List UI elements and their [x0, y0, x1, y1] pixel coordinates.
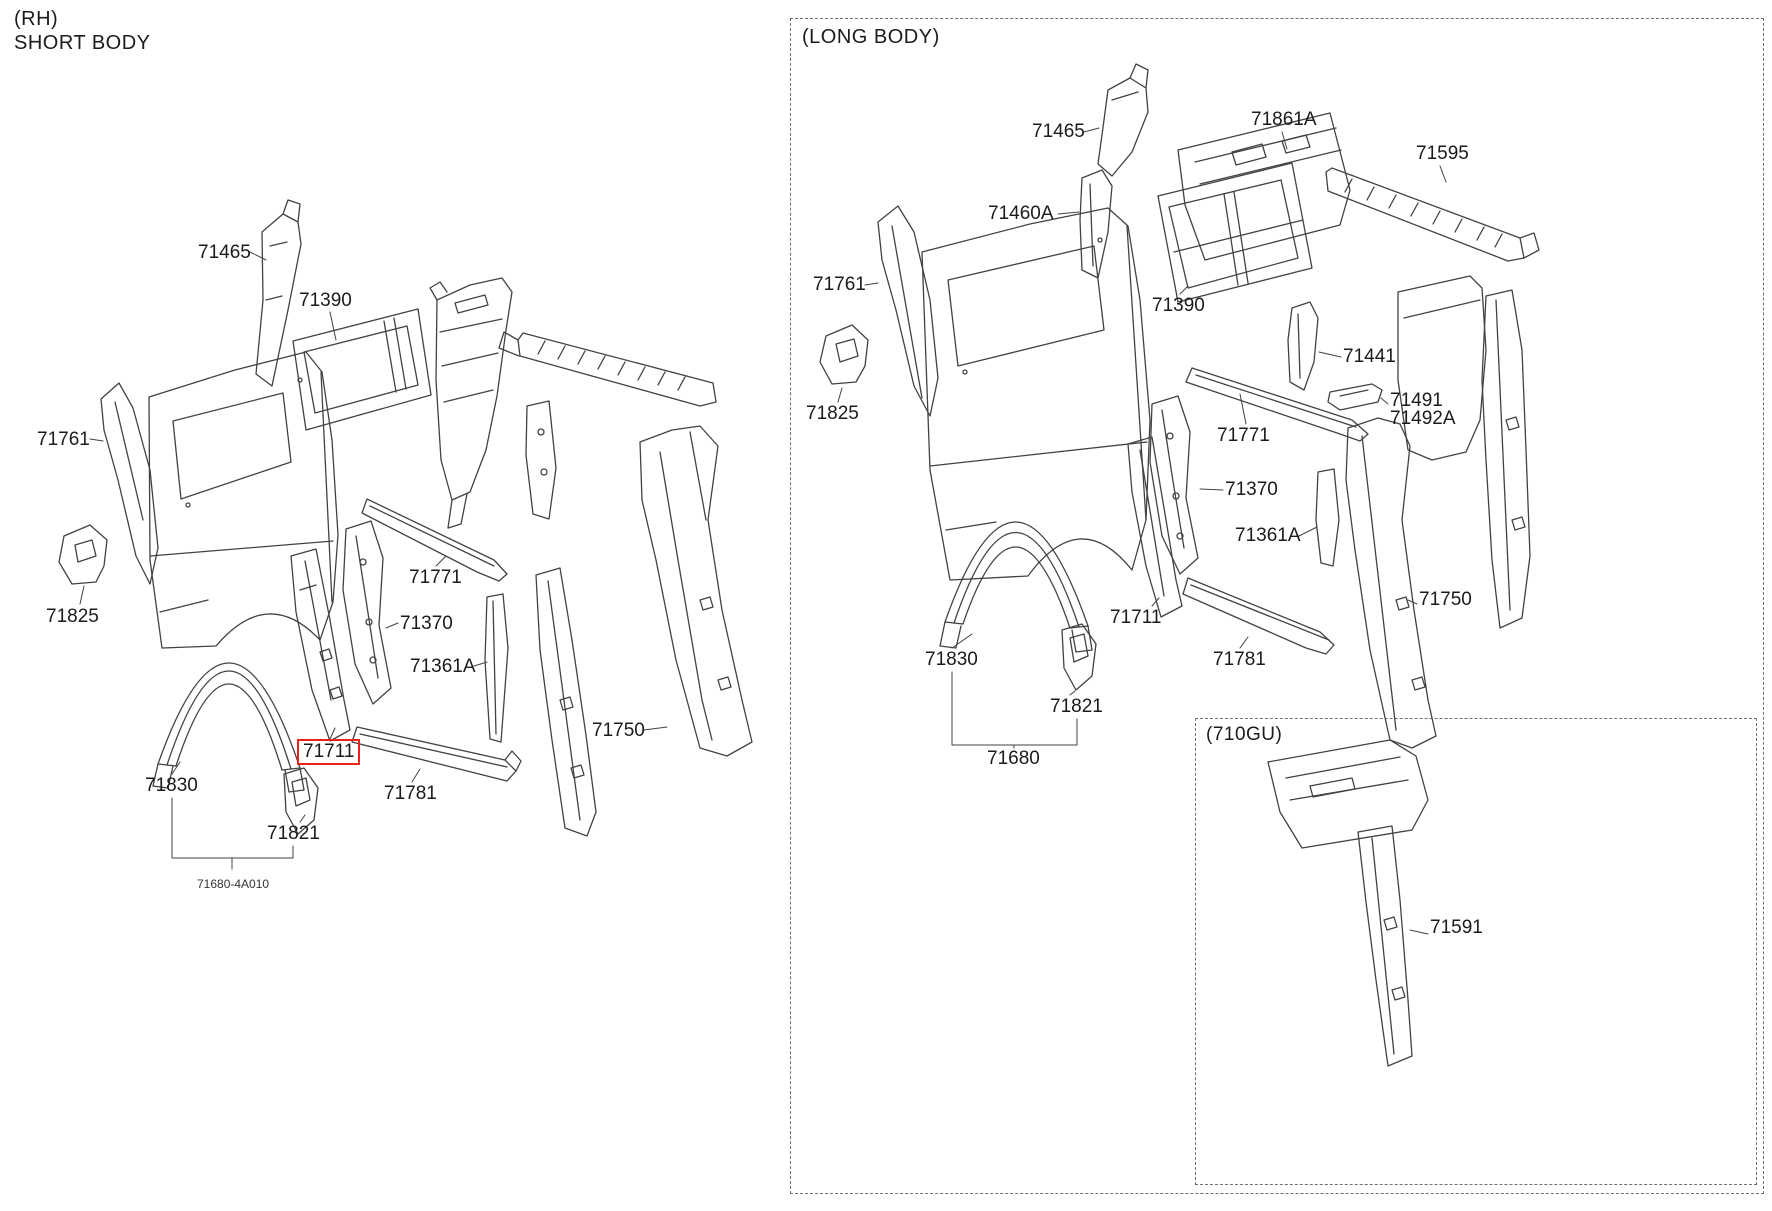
part-label-71825[interactable]: 71825 [806, 403, 859, 424]
part-label-71750[interactable]: 71750 [1419, 589, 1472, 610]
drawing-pillar-71465-long [1097, 63, 1149, 177]
part-label-71821[interactable]: 71821 [267, 823, 320, 844]
part-label-71390[interactable]: 71390 [299, 290, 352, 311]
leader-lines-710gu [1409, 929, 1429, 935]
part-label-71830[interactable]: 71830 [925, 649, 978, 670]
part-label-71711[interactable]: 71711 [1110, 607, 1162, 628]
drawing-pillar-71711 [290, 548, 351, 742]
drawing-window-frame-71390 [292, 308, 432, 431]
drawing-pillar-71465 [255, 199, 302, 387]
drawing-main-side-panel [148, 351, 339, 649]
part-label-71771[interactable]: 71771 [1217, 425, 1270, 446]
drawing-pillar-71750 [639, 425, 753, 757]
part-label-71761[interactable]: 71761 [37, 429, 90, 450]
part-label-71370[interactable]: 71370 [400, 613, 453, 634]
drawing-roof-rail [498, 331, 717, 520]
drawing-pillar-71591 [1267, 739, 1429, 1067]
part-label-71750[interactable]: 71750 [592, 720, 645, 741]
drawing-pillar-71750-long [1345, 417, 1437, 749]
drawing-bracket-71825-long [819, 324, 869, 385]
drawing-roof-structure-71861A [1177, 112, 1351, 261]
part-label-71680-4A010[interactable]: 71680-4A010 [197, 877, 270, 891]
part-label-71370[interactable]: 71370 [1225, 479, 1278, 500]
part-label-71711[interactable]: 71711 [297, 739, 361, 765]
part-label-71591[interactable]: 71591 [1430, 917, 1483, 938]
drawing-sill-71781 [351, 726, 522, 782]
drawing-inner-panel-assembly [429, 277, 513, 529]
drawing-wheel-arch-71830 [152, 662, 305, 793]
710gu-panel-border [1195, 718, 1757, 1185]
drawing-bracket-71821 [283, 767, 319, 835]
drawing-pillar-71761-long [877, 205, 939, 417]
drawing-far-right-pillar [1481, 289, 1531, 629]
long-body-title: (LONG BODY) [802, 26, 940, 48]
part-label-71491[interactable]: 71491 [1390, 390, 1443, 411]
710gu-title: (710GU) [1206, 724, 1283, 745]
drawing-main-side-panel-long [921, 207, 1151, 581]
part-label-71771[interactable]: 71771 [409, 567, 462, 588]
drawing-pillar-71460A [1079, 169, 1113, 279]
part-label-71781[interactable]: 71781 [1213, 649, 1266, 670]
drawing-reinforcement-71370 [342, 520, 392, 705]
drawing-rail-71595 [1325, 167, 1540, 262]
drawing-pillar-71761 [100, 382, 159, 585]
part-label-71830[interactable]: 71830 [145, 775, 198, 796]
short-body-title: SHORT BODY [14, 32, 151, 54]
rh-title: (RH) [14, 8, 59, 30]
drawing-reinforcement-71370-long [1149, 395, 1199, 575]
part-label-71460A[interactable]: 71460A [988, 203, 1054, 224]
long-body-diagram [819, 63, 1540, 749]
part-label-71595[interactable]: 71595 [1416, 143, 1469, 164]
short-body-diagram [58, 199, 753, 870]
part-label-71492A[interactable]: 71492A [1390, 408, 1456, 429]
part-label-71680[interactable]: 71680 [987, 748, 1040, 769]
drawing-pillar-71711-long [1127, 436, 1183, 618]
part-label-71465[interactable]: 71465 [198, 242, 251, 263]
bracket-lines-71680 [951, 671, 1078, 749]
part-label-71825[interactable]: 71825 [46, 606, 99, 627]
drawing-window-frame-71390-long [1157, 162, 1313, 303]
drawing-rail-71771-long [1185, 367, 1369, 442]
part-label-71361A[interactable]: 71361A [1235, 525, 1301, 546]
long-body-panel-border [790, 18, 1764, 1194]
drawing-sill-71781-long [1182, 577, 1335, 655]
drawing-rail-71771 [361, 498, 508, 582]
part-label-71781[interactable]: 71781 [384, 783, 437, 804]
part-label-71761[interactable]: 71761 [813, 274, 866, 295]
drawing-bracket-71821-long [1061, 623, 1097, 691]
part-label-71361A[interactable]: 71361A [410, 656, 476, 677]
drawing-bracket-71825 [58, 524, 108, 585]
part-label-71821[interactable]: 71821 [1050, 696, 1103, 717]
leader-lines-long-body [837, 127, 1447, 696]
drawing-strip-71361A-long [1315, 468, 1340, 567]
drawing-wheel-arch-71830-long [939, 521, 1093, 653]
drawing-strip-71441 [1287, 301, 1319, 391]
part-label-71861A[interactable]: 71861A [1251, 109, 1317, 130]
drawing-strip-71361A [484, 593, 509, 743]
part-label-71390[interactable]: 71390 [1152, 295, 1205, 316]
drawing-rear-panel [1397, 275, 1487, 461]
drawing-center-pillar [535, 567, 597, 837]
part-label-71441[interactable]: 71441 [1343, 346, 1396, 367]
leader-lines-short-body [79, 251, 668, 823]
drawing-bracket-71491-71492A [1327, 383, 1383, 411]
bracket-lines-71680-4A010 [171, 797, 294, 870]
710gu-diagram [1267, 739, 1429, 1067]
part-label-71465[interactable]: 71465 [1032, 121, 1085, 142]
